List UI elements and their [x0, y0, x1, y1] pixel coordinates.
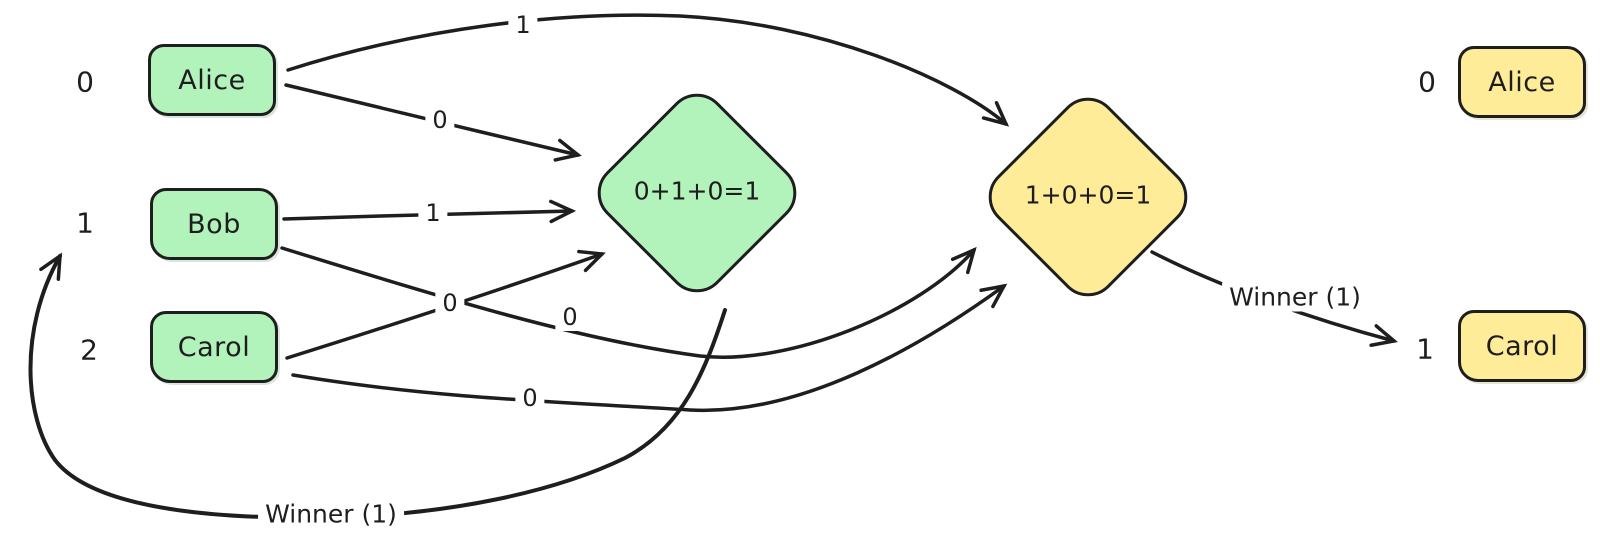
- round1-voter-index-0: 0: [76, 65, 94, 99]
- vote-label-carol-round1: 0: [435, 289, 465, 317]
- vote-label-bob-round2: 0: [555, 303, 585, 331]
- node-alice-round1: Alice: [148, 44, 276, 116]
- node-alice-round1-label: Alice: [178, 64, 246, 96]
- round2-result-index-1: 1: [1416, 332, 1434, 366]
- edge-carol-vote-round2: [291, 283, 1008, 413]
- node-carol-round2-label: Carol: [1485, 330, 1559, 362]
- round1-voter-index-2: 2: [80, 333, 98, 367]
- round1-tally-text: 0+1+0=1: [633, 176, 761, 206]
- node-carol-round1: Carol: [150, 311, 278, 383]
- round2-result-index-0: 0: [1418, 65, 1436, 99]
- vote-label-carol-round2: 0: [515, 384, 545, 412]
- edge-alice-vote-round2: [286, 13, 1010, 127]
- node-alice-round2: Alice: [1458, 46, 1586, 118]
- node-alice-round2-label: Alice: [1488, 66, 1556, 98]
- round1-voter-index-1: 1: [76, 206, 94, 240]
- round2-tally-text: 1+0+0=1: [1024, 180, 1152, 210]
- round2-winner-label: Winner (1): [1222, 282, 1368, 312]
- vote-label-bob-round1: 1: [418, 199, 448, 227]
- node-bob-round1: Bob: [150, 188, 278, 260]
- node-bob-round1-label: Bob: [187, 208, 241, 240]
- edge-bob-vote-round2: [280, 246, 977, 359]
- vote-label-alice-round2: 1: [508, 11, 538, 39]
- round1-winner-label: Winner (1): [258, 499, 404, 529]
- node-carol-round1-label: Carol: [177, 331, 251, 363]
- vote-label-alice-round1: 0: [425, 106, 455, 134]
- node-carol-round2: Carol: [1458, 310, 1586, 382]
